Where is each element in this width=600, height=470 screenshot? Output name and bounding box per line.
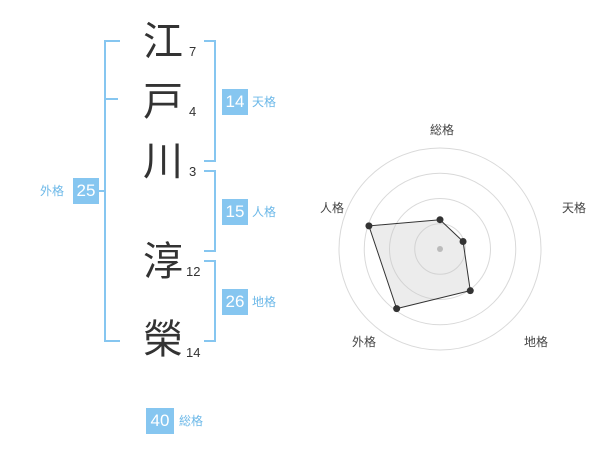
radar-axis-label-1: 総格: [430, 122, 454, 137]
stroke-count-4: 12: [186, 264, 201, 279]
gaikaku-value: 25: [73, 178, 99, 204]
gaikaku-bracket: [104, 40, 120, 342]
tenkaku-value: 14: [222, 89, 248, 115]
jinkaku-label: 人格: [252, 205, 277, 219]
radar-axis-label-5: 人格: [320, 200, 344, 215]
stroke-count-5: 14: [186, 345, 201, 360]
tenkaku-label: 天格: [252, 95, 277, 109]
radar-point-4: [393, 305, 401, 313]
gaikaku-label: 外格: [40, 184, 65, 198]
radar-ring-3: [363, 172, 517, 326]
gaikaku-bracket-tick: [104, 98, 118, 100]
radar-point-3: [466, 287, 474, 295]
jinkaku-bracket: [204, 170, 216, 252]
soukaku-label: 総格: [179, 414, 204, 428]
jinkaku-value: 15: [222, 199, 248, 225]
name-char-2: 戸: [143, 79, 183, 125]
tenkaku-bracket: [204, 40, 216, 162]
name-char-5: 榮: [143, 317, 183, 363]
stroke-count-3: 3: [189, 164, 197, 179]
chikaku-label: 地格: [252, 295, 277, 309]
radar-point-5: [365, 222, 373, 230]
radar-ring-4: [338, 147, 542, 351]
stroke-count-2: 4: [189, 104, 197, 119]
radar-axis-label-4: 外格: [352, 334, 376, 349]
radar-point-1: [436, 216, 444, 224]
stroke-count-1: 7: [189, 44, 197, 59]
radar-axis-label-2: 天格: [562, 200, 586, 215]
chikaku-value: 26: [222, 289, 248, 315]
name-char-3: 川: [143, 139, 183, 185]
chikaku-bracket: [204, 260, 216, 342]
radar-ring-2: [389, 198, 491, 300]
name-char-1: 江: [143, 19, 183, 65]
soukaku-value: 40: [146, 408, 174, 434]
radar-area: [368, 219, 471, 310]
radar-center-dot: [437, 246, 443, 252]
radar-point-2: [459, 238, 467, 246]
name-char-4: 淳: [143, 239, 183, 285]
radar-ring-1: [414, 223, 466, 275]
radar-axis-label-3: 地格: [524, 334, 548, 349]
